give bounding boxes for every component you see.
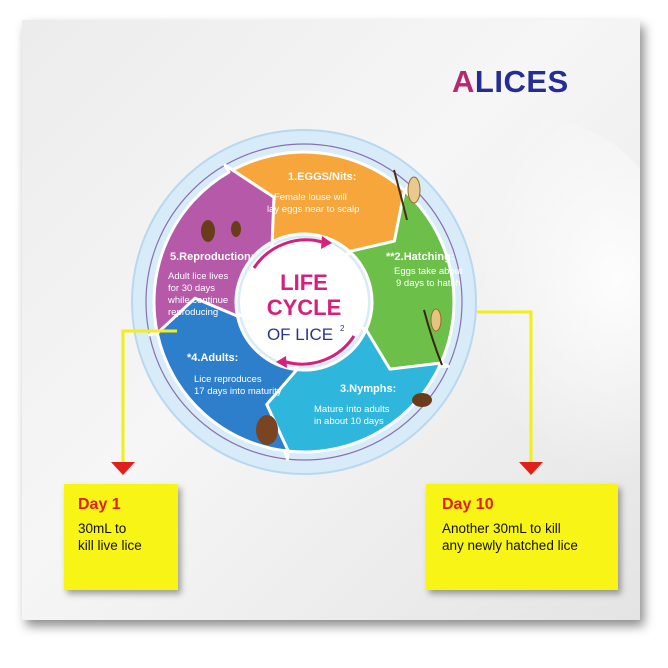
center-arrow-bottom	[285, 335, 356, 366]
hatching-egg-icon	[430, 308, 442, 332]
center-title-line3: OF LICE	[267, 325, 333, 344]
stage-text: while continue	[167, 295, 228, 306]
stage-title: 5.Reproduction:	[170, 251, 254, 263]
center-title-line2: CYCLE	[267, 295, 342, 320]
stage-text: Mature into adults	[314, 404, 390, 415]
stage-text: for 30 days	[168, 283, 215, 294]
inner-ring-line	[145, 143, 463, 461]
stage-title: 3.Nymphs:	[340, 383, 396, 395]
callout-line-day1	[121, 329, 177, 462]
nymph-louse-icon	[412, 393, 432, 407]
center-title-line1: LIFE	[280, 270, 328, 295]
louse-icon	[231, 221, 241, 237]
callout-day-label: Day 10	[442, 496, 494, 513]
stage-text: Female louse will	[274, 192, 347, 203]
louse-icon	[201, 220, 215, 242]
adult-louse-icon	[256, 415, 278, 445]
stage-text: reproducing	[168, 307, 218, 318]
callout-text: 30mL to	[78, 521, 127, 536]
stage-text: 9 days to hatch	[396, 278, 460, 289]
stage-reproduction: 5.Reproduction: Adult lice lives for 30 …	[167, 220, 254, 318]
callout-marker-day10	[519, 462, 543, 475]
stage-text: in about 10 days	[314, 416, 384, 427]
center-arrowhead-top	[321, 236, 332, 249]
stage-hatching: **2.Hatching: Eggs take about 9 days to …	[386, 251, 463, 366]
logo-letter-a: A	[452, 64, 475, 99]
infographic-card: ALICES LIFE CYCLE OF LICE	[22, 20, 640, 620]
lifecycle-diagram: LIFE CYCLE OF LICE 2 1.EGGS/Nits: Female…	[111, 120, 640, 520]
stage-title: 1.EGGS/Nits:	[288, 171, 356, 183]
center-arrowhead-bottom	[276, 356, 287, 368]
logo-text: LICES	[474, 64, 569, 99]
callout-text: any newly hatched lice	[442, 538, 578, 553]
stage-text: Lice reproduces	[194, 374, 262, 385]
hair-strand-icon	[393, 169, 408, 221]
stage-text: Adult lice lives	[168, 271, 228, 282]
callout-day-label: Day 1	[78, 496, 121, 513]
callout-day1: Day 1 30mL to kill live lice	[64, 484, 178, 590]
center-arrow-top	[252, 238, 323, 269]
callout-text: Another 30mL to kill	[442, 521, 561, 536]
egg-icon	[407, 176, 421, 204]
stage-eggs: 1.EGGS/Nits: Female louse will lay eggs …	[267, 169, 421, 221]
callout-marker-day1	[111, 462, 135, 475]
callout-line-day10	[477, 310, 533, 462]
stage-text: lay eggs near to scalp	[267, 204, 359, 215]
stage-title: **2.Hatching:	[386, 251, 454, 263]
segment-reproduction	[152, 163, 276, 335]
stage-title: *4.Adults:	[187, 352, 238, 364]
stage-text: Eggs take about	[394, 266, 463, 277]
stage-adults: *4.Adults: Lice reproduces 17 days into …	[187, 352, 282, 445]
center-superscript: 2	[340, 324, 345, 333]
center-circle	[240, 238, 368, 366]
stage-text: 17 days into maturity	[194, 386, 282, 397]
brand-logo: ALICES	[452, 64, 569, 100]
callout-day10: Day 10 Another 30mL to kill any newly ha…	[426, 484, 618, 590]
callout-text: kill live lice	[78, 538, 142, 553]
hair-strand-icon	[423, 309, 443, 366]
stage-nymphs: 3.Nymphs: Mature into adults in about 10…	[314, 383, 432, 427]
